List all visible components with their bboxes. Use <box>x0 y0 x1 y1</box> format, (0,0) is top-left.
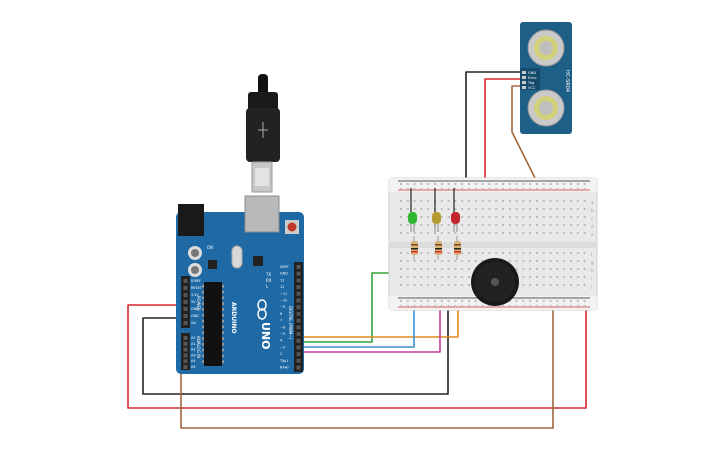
wire-sensor-vcc-red[interactable] <box>484 78 521 189</box>
pin-label: RX◂0 <box>280 366 289 370</box>
sensor-pin-vcc: VCC <box>528 86 536 90</box>
pin-label: 13 <box>280 278 284 282</box>
wire-sensor-gnd-black[interactable] <box>465 71 521 189</box>
pin-label: RESET <box>191 286 203 290</box>
digital-label: DIGITAL (PWM~) <box>288 306 293 340</box>
pin-label: 4 <box>280 339 282 343</box>
breadboard-row-letter: e <box>591 232 594 237</box>
pin-label: ~9 <box>280 305 285 309</box>
usb-cable <box>246 74 280 193</box>
led-green[interactable] <box>408 212 417 232</box>
arduino-uno[interactable]: ARDUINO UNO DIGITAL (PWM~) POWER ANALOG … <box>176 195 304 374</box>
breadboard-row-letter: d <box>591 224 594 229</box>
pin-label: GND <box>191 314 199 318</box>
wire-5v-red[interactable] <box>127 294 587 409</box>
sensor-pin-gnd: GND <box>528 71 536 75</box>
rx-label: RX <box>266 278 272 283</box>
l-label: L <box>266 284 269 289</box>
breadboard-row-letter: f <box>591 252 593 257</box>
pin-label: A5 <box>191 365 195 369</box>
led-leads <box>410 188 455 212</box>
resistor-2[interactable] <box>435 236 442 260</box>
pin-label: A0 <box>191 336 195 340</box>
breadboard-row-letter: a <box>591 200 594 205</box>
pin-label: Vin <box>191 321 196 325</box>
pin-label: A2 <box>191 348 195 352</box>
infinity-logo <box>257 299 267 320</box>
breadboard-row-letter: c <box>591 216 593 221</box>
power-label: POWER <box>196 296 201 311</box>
pin-label: ~5 <box>280 332 285 336</box>
pin-label: GND <box>280 272 288 276</box>
pin-label: 12 <box>280 285 284 289</box>
digital-header <box>294 262 303 372</box>
pin-label: AREF <box>280 265 289 269</box>
sensor-pin-echo: Echo <box>528 76 537 80</box>
pin-label: GND <box>191 307 199 311</box>
pin-label: A3 <box>191 353 195 357</box>
pin-label: ~3 <box>280 345 285 349</box>
breadboard-row-letter: j <box>590 284 592 289</box>
ultrasonic-sensor[interactable]: GND Echo Trig VCC HC-SR04 <box>520 22 572 134</box>
pin-label: ~11 <box>280 292 287 296</box>
arduino-brand: ARDUINO <box>230 302 237 333</box>
usb-socket <box>244 195 280 233</box>
breadboard-row-letter: i <box>591 276 592 281</box>
pin-label: 8 <box>280 312 282 316</box>
breadboard-row-letter: h <box>591 268 594 273</box>
pin-label: 3.3V <box>191 293 199 297</box>
wire-gnd-black[interactable] <box>142 283 449 395</box>
pin-label: A4 <box>191 359 195 363</box>
on-label: ON <box>207 245 213 250</box>
power-jack <box>178 204 204 236</box>
breadboard-row-letter: b <box>591 208 594 213</box>
pin-label: IOREF <box>191 279 201 283</box>
sensor-pin-trig: Trig <box>527 81 534 85</box>
breadboard-holes <box>400 183 586 307</box>
pin-label: 2 <box>280 352 282 356</box>
piezo-buzzer[interactable] <box>471 258 519 306</box>
led-yellow[interactable] <box>432 212 441 232</box>
sensor-name: HC-SR04 <box>564 70 570 92</box>
pin-label: TX▸1 <box>279 359 288 363</box>
resistor-1[interactable] <box>411 236 418 260</box>
tx-label: TX <box>265 272 271 277</box>
pin-label: ~10 <box>280 299 287 303</box>
analog-label: ANALOG IN <box>196 336 201 358</box>
pin-label: 7 <box>280 319 282 323</box>
arduino-model: UNO <box>259 322 272 350</box>
resistor-3[interactable] <box>454 236 461 260</box>
pin-label: 5V <box>191 300 196 304</box>
pin-label: ~6 <box>280 325 285 329</box>
pin-label: A1 <box>191 342 195 346</box>
led-red[interactable] <box>451 212 460 232</box>
atmega-chip <box>204 282 222 366</box>
breadboard-row-letter: g <box>591 260 594 265</box>
